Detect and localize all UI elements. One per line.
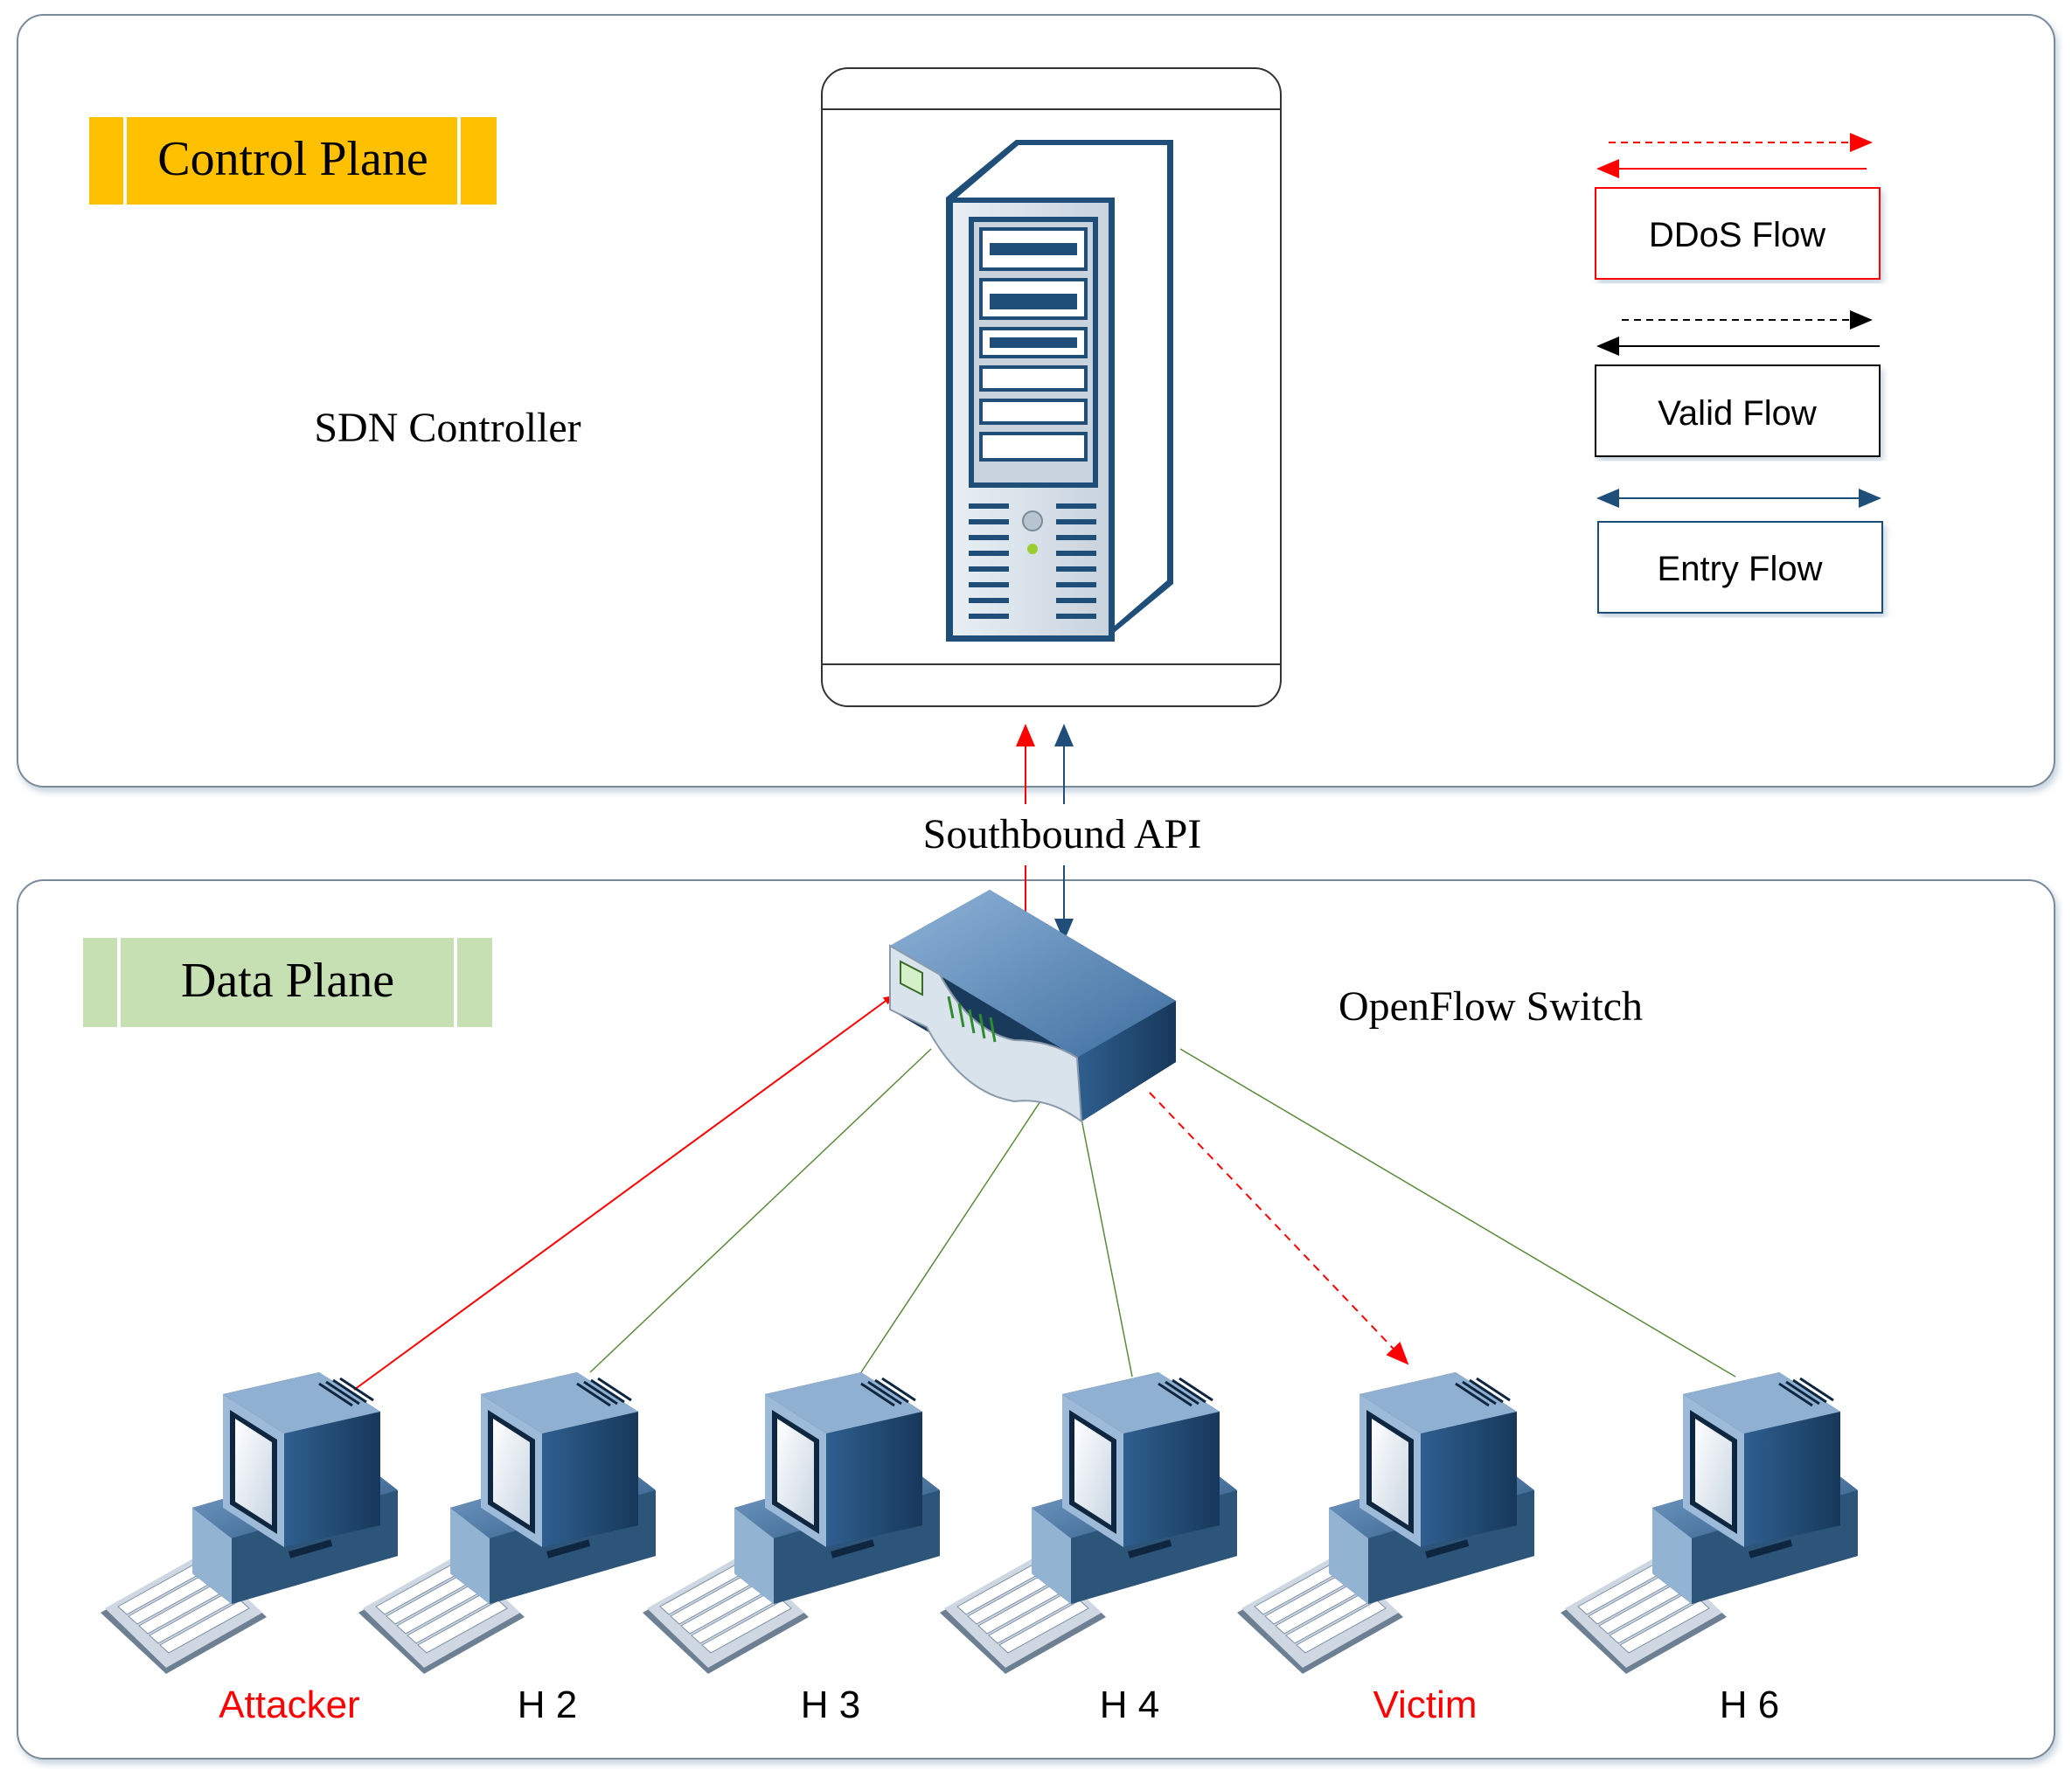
legend-entry-label: Entry Flow <box>1658 550 1823 588</box>
host-label: H 3 <box>801 1683 860 1726</box>
legend: DDoS Flow Valid Flow Entry Flow <box>1595 133 1883 614</box>
link-h4 <box>1079 1109 1133 1378</box>
link-h3 <box>860 1100 1041 1373</box>
link-victim <box>1149 1092 1409 1365</box>
control-plane-label: Control Plane <box>157 132 428 186</box>
control-plane-badge: Control Plane <box>89 117 497 205</box>
link-attacker <box>353 996 893 1391</box>
host-label: Victim <box>1373 1683 1478 1726</box>
legend-valid: Valid Flow <box>1595 310 1881 457</box>
server-tower-icon <box>946 140 1173 642</box>
legend-entry: Entry Flow <box>1596 489 1883 614</box>
data-plane-label: Data Plane <box>181 954 394 1008</box>
legend-valid-label: Valid Flow <box>1658 394 1817 433</box>
legend-ddos-label: DDoS Flow <box>1649 216 1825 254</box>
southbound-api-label: Southbound API <box>923 811 1202 857</box>
links <box>353 996 1736 1391</box>
host-label: H 4 <box>1100 1683 1159 1726</box>
host-label: Attacker <box>219 1683 359 1726</box>
openflow-switch-label: OpenFlow Switch <box>1338 983 1643 1030</box>
host-label: H 6 <box>1720 1683 1779 1726</box>
link-h6 <box>1179 1048 1736 1378</box>
data-plane-badge: Data Plane <box>83 938 492 1027</box>
sdn-controller-label: SDN Controller <box>314 405 581 451</box>
link-h2 <box>589 1048 932 1373</box>
network-switch-icon <box>889 890 1176 1124</box>
host-label: H 2 <box>518 1683 577 1726</box>
legend-ddos: DDoS Flow <box>1595 133 1881 280</box>
host-labels: Attacker H 2 H 3 H 4 Victim H 6 <box>219 1683 1779 1726</box>
